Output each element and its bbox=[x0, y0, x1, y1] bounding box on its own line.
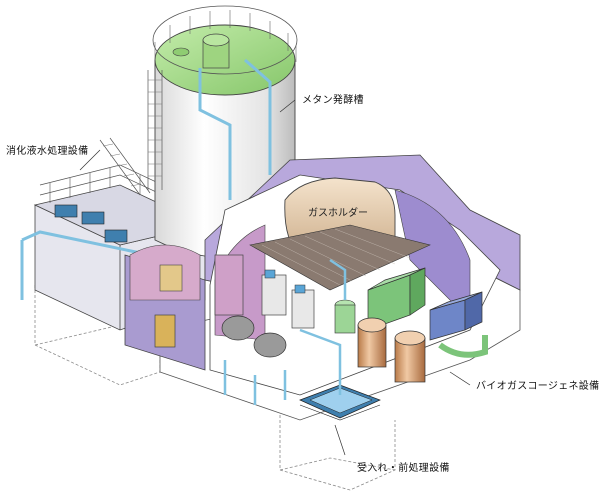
methane-tank-label: メタン発酵槽 bbox=[302, 95, 364, 106]
leader-lines bbox=[79, 99, 471, 456]
biogas-cogeneration-label: バイオガスコージェネ設備 bbox=[476, 381, 600, 392]
gas-holder bbox=[249, 177, 431, 291]
digestate-treatment-label: 消化液水処理設備 bbox=[6, 146, 89, 157]
gas-holder-label: ガスホルダー bbox=[308, 206, 368, 219]
pretreatment-equipment bbox=[214, 254, 315, 405]
intake-pit bbox=[299, 384, 381, 421]
cogeneration-equipment bbox=[299, 258, 488, 395]
intake-pretreatment-label: 受入れ・前処理設備 bbox=[357, 463, 450, 474]
